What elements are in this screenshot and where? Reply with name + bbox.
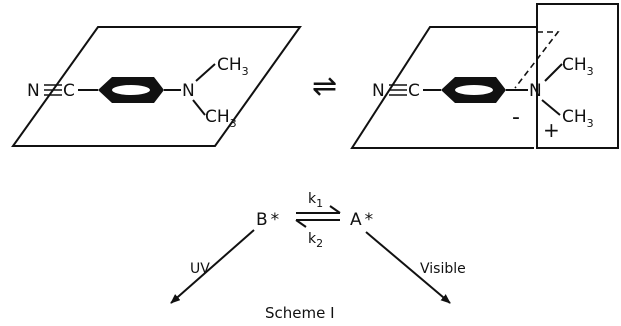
right-amine-n: N bbox=[529, 81, 542, 101]
right-nitrile-n: N bbox=[372, 81, 385, 101]
visible-label: Visible bbox=[420, 261, 466, 277]
left-amine-n: N bbox=[182, 81, 195, 101]
equilibrium-symbol: ⇌ bbox=[312, 69, 337, 104]
left-nitrile-n: N bbox=[27, 81, 40, 101]
left-benzene-ring bbox=[98, 77, 164, 103]
scheme-caption: Scheme I bbox=[265, 304, 335, 322]
right-triple-bond bbox=[389, 84, 407, 96]
right-methyl-bottom: CH3 bbox=[562, 107, 594, 130]
uv-label: UV bbox=[190, 261, 210, 277]
k1-arrow-barb bbox=[329, 205, 341, 214]
right-methyl-top-bond bbox=[544, 63, 563, 82]
left-methyl-bottom-bond bbox=[192, 99, 206, 116]
right-plane bbox=[350, 26, 537, 149]
equilibrium-arrows: ⇌ bbox=[312, 69, 337, 104]
right-methyl-top: CH3 bbox=[562, 55, 594, 78]
rate-k1: k1 bbox=[308, 191, 323, 210]
state-b: B* bbox=[256, 210, 279, 230]
twisted-molecule: N C N CH3 CH3 - + bbox=[350, 3, 619, 149]
uv-emission-arrow bbox=[170, 229, 255, 304]
left-methyl-top-bond bbox=[195, 63, 216, 82]
perpendicular-plane-hidden-edge bbox=[514, 31, 560, 89]
left-methyl-top: CH3 bbox=[217, 55, 249, 78]
visible-emission-arrow bbox=[365, 231, 451, 304]
rate-k2: k2 bbox=[308, 231, 323, 250]
perpendicular-plane bbox=[536, 3, 619, 149]
right-nitrile-c: C bbox=[408, 81, 420, 101]
right-methyl-bottom-bond bbox=[541, 99, 561, 116]
charge-minus: - bbox=[512, 105, 520, 130]
left-plane bbox=[11, 26, 302, 147]
kinetic-scheme: B* A* k1 k2 UV Visible Scheme I bbox=[170, 191, 466, 322]
planar-molecule: N C N CH3 CH3 bbox=[11, 26, 302, 147]
charge-plus: + bbox=[543, 118, 560, 142]
k2-arrow-barb bbox=[295, 219, 307, 228]
left-triple-bond bbox=[44, 84, 62, 96]
left-methyl-bottom: CH3 bbox=[205, 107, 237, 130]
right-benzene-ring bbox=[441, 77, 506, 103]
left-nitrile-c: C bbox=[63, 81, 75, 101]
state-a: A* bbox=[350, 210, 373, 230]
